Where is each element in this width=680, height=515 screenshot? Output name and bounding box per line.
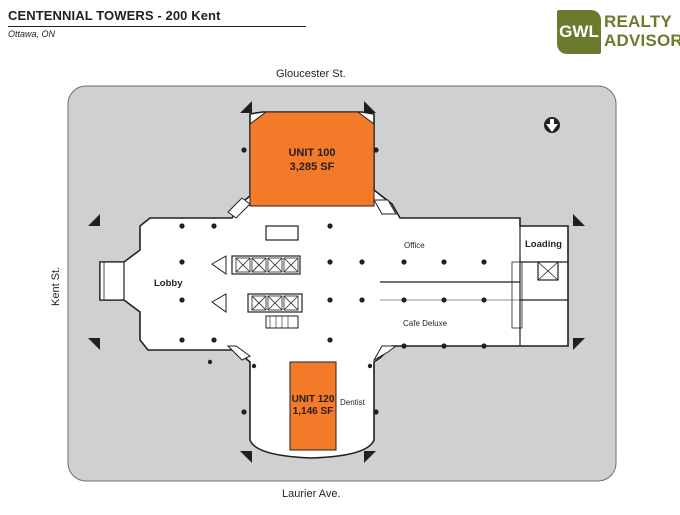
- office-label: Office: [404, 241, 425, 250]
- unit-100-area-label: 3,285 SF: [290, 161, 335, 173]
- street-label-north: Gloucester St.: [276, 68, 346, 80]
- logo-line-2: ADVISORS: [604, 31, 680, 50]
- unit-120-label: UNIT 120: [292, 394, 335, 405]
- unit-120-area: [289, 361, 337, 451]
- unit-100-area: [249, 111, 375, 207]
- logo-line-1: REALTY: [604, 12, 672, 31]
- unit-120-area-label: 1,146 SF: [293, 406, 334, 417]
- title-divider: [8, 26, 306, 27]
- page-subtitle: Ottawa, ON: [8, 29, 56, 39]
- page-title: CENTENNIAL TOWERS - 200 Kent: [8, 8, 221, 23]
- street-label-west: Kent St.: [50, 266, 62, 306]
- entry-bays: [226, 197, 398, 362]
- corner-piers: [88, 101, 585, 463]
- logo-mark: GWL: [557, 10, 601, 54]
- unit-100-label: UNIT 100: [288, 147, 335, 159]
- north-arrow-icon: [544, 117, 560, 133]
- building-core: [211, 225, 303, 329]
- loading-label: Loading: [525, 239, 562, 250]
- structural-columns: [179, 147, 487, 415]
- dentist-label: Dentist: [340, 398, 366, 407]
- cafe-label: Cafe Deluxe: [403, 319, 448, 328]
- logo-text: REALTY ADVISORS: [604, 12, 680, 50]
- lobby-label: Lobby: [154, 278, 183, 289]
- street-label-south: Laurier Ave.: [282, 488, 341, 500]
